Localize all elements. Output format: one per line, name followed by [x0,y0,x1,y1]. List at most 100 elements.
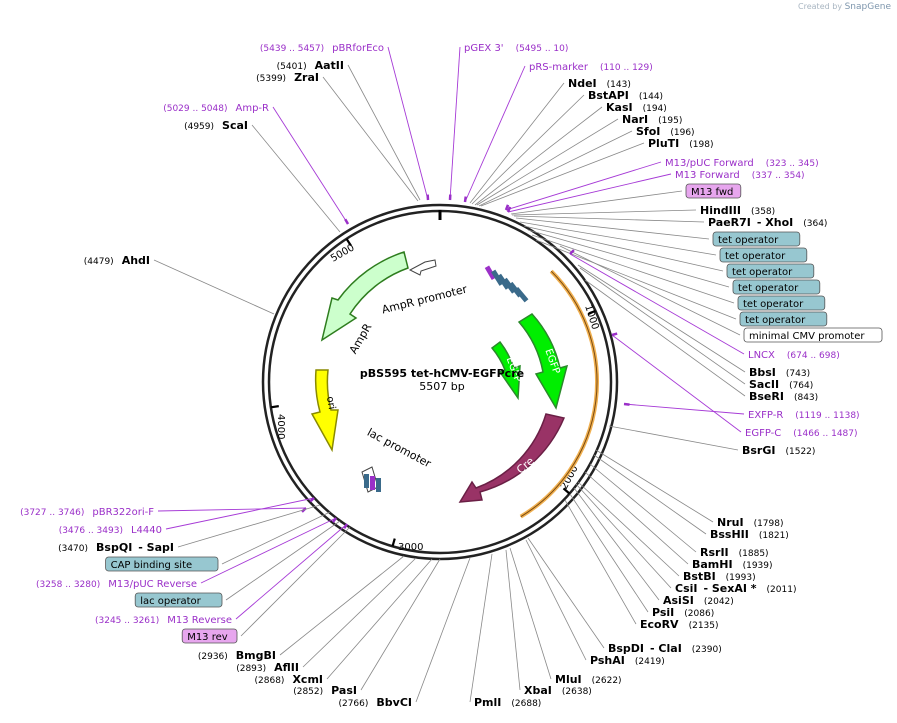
enzyme-position: (1821) [759,531,789,541]
primer-label: (5439 .. 5457)pBRforEco [260,43,384,54]
enzyme-label: (2766)BbvCI [338,696,412,709]
feature-box-label: tet operator [743,299,804,310]
primer-position: (5439 .. 5457) [260,44,324,54]
primer-position: (3258 .. 3280) [36,580,100,590]
leader-line [593,454,707,535]
enzyme-label: (5399)ZraI [256,71,319,84]
enzyme-position: (1522) [785,447,815,457]
feature-box [105,556,219,572]
enzyme-position: (2868) [255,676,285,686]
label-pbrforeco-0: (5439 .. 5457)pBRforEco [260,43,430,201]
enzyme-name: BbvCI [376,696,412,709]
enzyme-label: SfoI(196) [636,125,695,138]
label-xbai-45: XbaI(2638) [505,549,592,697]
enzyme-name: RsrII [700,546,729,559]
primer-site [343,523,349,529]
enzyme-name: PluTI [648,137,679,150]
leader-line [449,46,461,201]
enzyme-name: BstAPI [588,89,629,102]
primer-position: (5495 .. 10) [516,44,569,54]
label-bbsi-27: BbsI(743) [577,264,810,379]
enzyme-label: CsiI- SexAI *(2011) [675,582,796,595]
enzyme-position: (2419) [635,657,665,667]
enzyme-position: (194) [643,104,667,114]
enzyme-name: XbaI [524,684,552,697]
primer-name: pGEX 3' [464,43,504,54]
primer-label: (3258 .. 3280)M13/pUC Reverse [36,579,197,590]
tick-mark-3000 [391,538,396,547]
label-bmgbi-51: (2936)BmgBI [198,555,405,662]
tick-label-4000: 4000 [275,414,286,439]
label-hindiii-17: HindIII (358) [511,204,775,217]
leader-line [608,425,739,451]
primer-name: M13 Forward [675,170,740,181]
primer-position: (337 .. 354) [752,171,805,181]
enzyme-position: (2893) [236,664,266,674]
leader-line [480,142,645,207]
leader-line [302,557,417,668]
enzyme-name: ScaI [222,119,248,132]
enzyme-label: NarI(195) [622,113,682,126]
label-bsshii-34: BssHII(1821) [593,454,789,541]
primer-name: M13/pUC Forward [665,158,754,169]
enzyme-label: (3470)BspQI- SapI [58,541,174,554]
credit-text: Created by [798,2,843,11]
primer-label: EXFP-R(1119 .. 1138) [748,410,860,421]
leader-line [240,526,351,637]
enzyme-name-2: - SapI [138,541,174,554]
feature-label-ori: ori [324,396,337,411]
enzyme-label: BseRI(843) [749,390,818,403]
enzyme-label: PsiI(2086) [652,606,714,619]
credit-brand: SnapGene [844,2,891,12]
feature-box-label: tet operator [725,251,786,262]
enzyme-label: RsrII(1885) [700,546,769,559]
feature-box [739,311,828,327]
leader-line [623,403,745,415]
primer-label: LNCX(674 .. 698) [748,350,840,361]
label-bspdi-42: BspDI- ClaI(2390) [527,537,722,655]
leader-line [177,504,321,548]
leader-line [326,558,433,680]
enzyme-position: (1939) [743,561,773,571]
enzyme-label: (2893)AflII [236,661,299,674]
enzyme-label: EcoRV(2135) [640,618,719,631]
primer-position: (674 .. 698) [787,351,840,361]
enzyme-position: (196) [670,128,694,138]
label-m13-puc-reverse-56: (3258 .. 3280)M13/pUC Reverse [36,517,337,590]
enzyme-label: BsrGI(1522) [742,444,815,457]
primer-label: M13 Forward (337 .. 354) [675,170,805,181]
feature-label-ampr-promoter: AmpR promoter [380,283,468,317]
primer-name: pBR322ori-F [92,507,154,518]
feature-arrow-ampr-promoter [408,259,437,276]
label-pasi-48: (2852)PasI [293,558,441,697]
leader-line [153,259,275,315]
enzyme-label: BssHII(1821) [710,528,789,541]
leader-line [507,173,672,213]
label-csii-38: CsiI- SexAI *(2011) [575,483,796,595]
leader-line [525,539,587,661]
primer-site [569,249,575,255]
enzyme-name: HindIII [700,204,741,217]
feature-box [134,592,223,608]
label-m13-forward-15: M13 Forward (337 .. 354) [506,170,805,213]
leader-line [509,547,552,680]
feature-box [743,327,883,343]
label-tet-operator-23: tet operator [531,234,826,311]
label-sfoi-12: SfoI(196) [478,125,695,207]
label-m13-reverse-58: (3245 .. 3261)M13 Reverse [95,523,349,626]
snapgene-credit: Created by SnapGene [798,2,891,12]
label-aatii-3: (5401)AatII [277,59,421,201]
enzyme-position: (358) [751,207,775,217]
enzyme-label: MluI(2622) [555,673,622,686]
enzyme-name: AatII [315,59,344,72]
label-kasi-10: KasI(194) [474,101,667,206]
enzyme-name: BseRI [749,390,784,403]
feature-box-label: tet operator [732,267,793,278]
leader-line [272,106,349,225]
primer-site [623,402,630,406]
leader-line [611,334,742,433]
label-xcmi-49: (2868)XcmI [255,558,433,686]
primer-position: (1466 .. 1487) [793,429,857,439]
enzyme-label: (2852)PasI [293,684,357,697]
